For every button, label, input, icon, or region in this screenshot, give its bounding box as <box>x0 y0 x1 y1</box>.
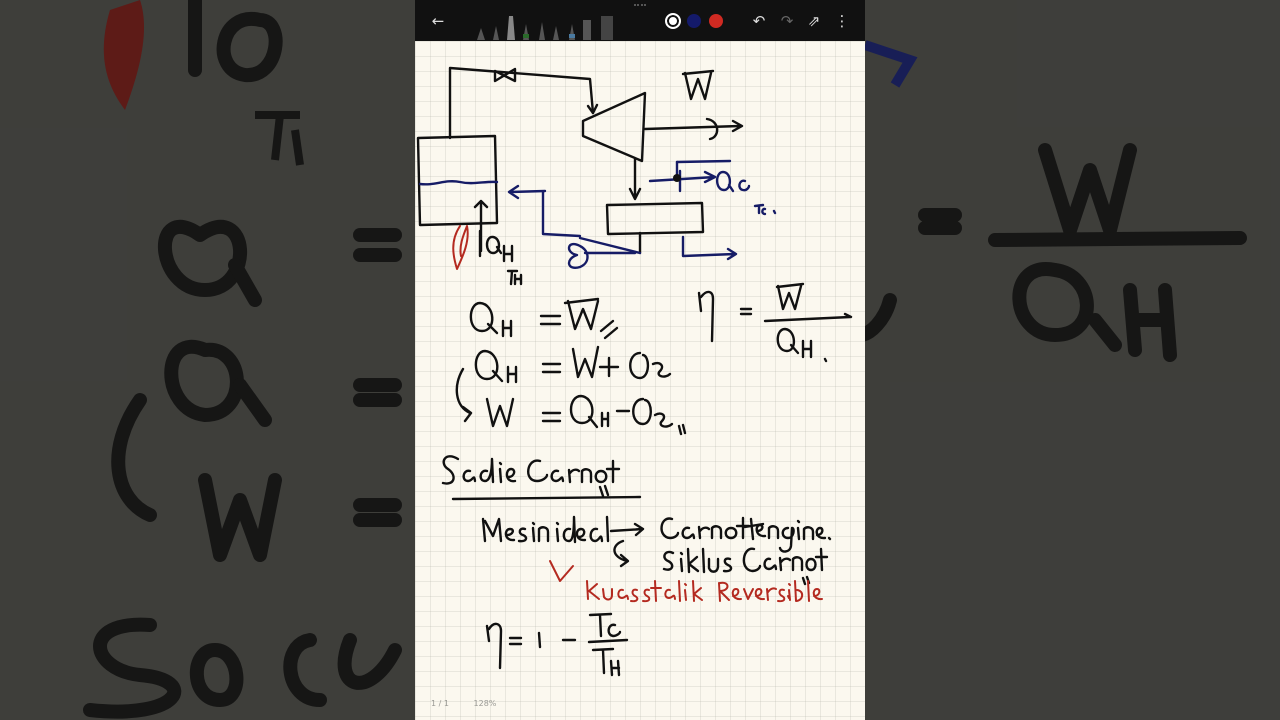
grid-paper <box>415 41 865 720</box>
red-strokes <box>452 225 823 603</box>
share-icon[interactable]: ⇗ <box>807 12 821 30</box>
handwritten-notes[interactable] <box>415 41 865 720</box>
undo-icon[interactable]: ↶ <box>752 12 766 30</box>
color-red-swatch[interactable] <box>709 14 723 28</box>
drag-handle[interactable] <box>634 4 646 8</box>
color-navy-swatch[interactable] <box>687 14 701 28</box>
page-indicator: 1 / 1 <box>431 699 449 708</box>
more-vert-icon[interactable]: ⋮ <box>834 12 850 30</box>
background-blur-left <box>0 0 415 720</box>
zoom-level: 128% <box>473 699 497 708</box>
page-footer: 1 / 1 128% <box>431 699 518 708</box>
arrow-left-icon[interactable]: ← <box>431 12 445 30</box>
redo-icon[interactable]: ↷ <box>780 12 794 30</box>
navy-dot-mark <box>673 174 681 182</box>
background-blur-right <box>865 0 1280 720</box>
handwriting-strokes <box>416 66 853 677</box>
navy-strokes <box>418 159 777 269</box>
pen-tools-icon[interactable] <box>475 6 655 40</box>
color-white-swatch[interactable] <box>665 13 681 29</box>
top-toolbar: ← ↶ ↷ ⇗ ⋮ <box>415 0 865 41</box>
notes-app-screen: ← ↶ ↷ ⇗ ⋮ <box>415 0 865 720</box>
